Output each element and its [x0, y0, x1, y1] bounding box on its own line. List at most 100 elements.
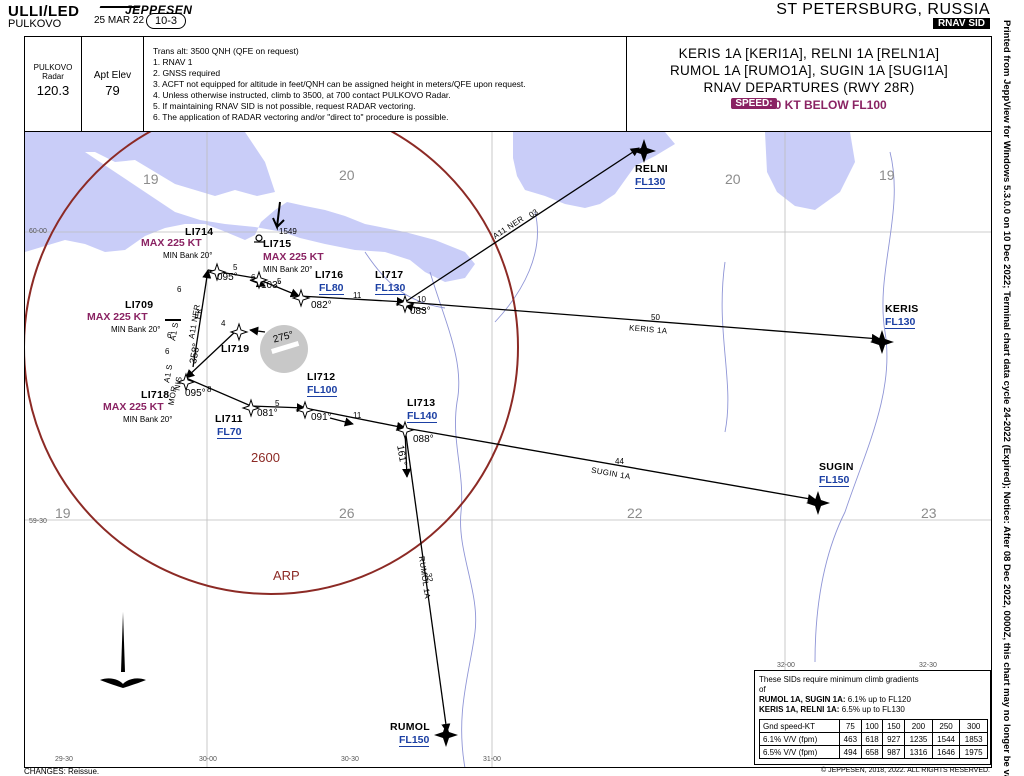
leg-distance: 11 [353, 291, 362, 300]
table-row: 6.1% V/V (fpm) 463 618 927 1235 1544 185… [759, 732, 988, 746]
grid-mora: 22 [627, 505, 643, 521]
leg-distance: 44 [615, 457, 624, 466]
fix-LI718-icon [176, 372, 196, 392]
north-arrow-icon [100, 612, 146, 688]
vv-table: Gnd speed-KT 75 100 150 200 250 300 6.1%… [759, 719, 988, 759]
waypoint-KERIS-alt: FL130 [885, 316, 916, 329]
north-arrow-small-icon [272, 201, 285, 231]
title-line: RUMOL 1A [RUMO1A], SUGIN 1A [SUGI1A] [669, 63, 949, 78]
table-cell: 618 [860, 732, 884, 746]
lon-tick: 30-30 [341, 756, 359, 763]
note-line: 4. Unless otherwise instructed, climb to… [153, 90, 451, 100]
waypoint-LI711-name: LI711 [215, 413, 243, 425]
course-label: 081° [257, 408, 278, 419]
waypoint-RELNI-name: RELNI [635, 163, 668, 175]
runway-28r [271, 340, 300, 354]
rivers [364, 151, 895, 767]
radar-name: PULKOVO [33, 63, 73, 72]
lon-tick: 29-30 [55, 756, 73, 763]
radar-role: Radar [42, 72, 64, 81]
table-header-cell: 200 [904, 719, 933, 733]
speed-label: SPEED: [731, 98, 777, 109]
leg-distance: 6 [177, 285, 182, 294]
title-line: KERIS 1A [KERI1A], RELNI 1A [RELN1A] [678, 46, 940, 61]
waypoint-LI717-alt: FL130 [375, 282, 406, 295]
lon-tick: 32-00 [777, 662, 795, 669]
waypoint-LI718-name: LI718 [141, 389, 170, 401]
waypoint-LI709-name: LI709 [125, 299, 154, 311]
procedure-notes: Trans alt: 3500 QNH (QFE on request) 1. … [144, 37, 627, 131]
note-line: 6. The application of RADAR vectoring an… [153, 112, 449, 122]
gradient-line-1-routes: RUMOL 1A, SUGIN 1A: [759, 695, 846, 704]
waypoint-LI717-name: LI717 [375, 269, 404, 281]
radar-frequency-cell: PULKOVO Radar 120.3 [25, 37, 82, 131]
table-header-cell: 300 [959, 719, 988, 733]
table-header-cell: 75 [839, 719, 862, 733]
enroute-fix-symbols [434, 139, 894, 747]
leg-distance: 4 [221, 319, 226, 328]
fix-LI716-icon [291, 288, 311, 308]
course-label: 082° [311, 300, 332, 311]
lon-tick: 32-30 [919, 662, 937, 669]
note-line: 5. If maintaining RNAV SID is not possib… [153, 101, 416, 111]
waypoint-LI709-speed: MAX 225 KT [87, 311, 148, 323]
lon-tick: 30-00 [199, 756, 217, 763]
airport-city: PULKOVO [8, 18, 62, 30]
fix-LI715-icon [249, 270, 269, 290]
table-header-cell: 100 [860, 719, 884, 733]
map-graphics [25, 132, 991, 767]
lon-tick: 31-00 [483, 756, 501, 763]
airport-elevation-cell: Apt Elev 79 [82, 37, 144, 131]
grid-mora: 19 [55, 505, 71, 521]
gradient-intro: These SIDs require minimum climb gradien… [759, 675, 919, 684]
apt-elev-value: 79 [105, 83, 120, 98]
table-cell: 927 [882, 732, 906, 746]
chart-number: 10-3 [146, 13, 187, 29]
route-name: EK [193, 307, 205, 320]
leg-distance: 11 [353, 411, 362, 420]
waypoint-LI716-alt: FL80 [319, 282, 344, 295]
waypoint-RUMOL-alt: FL150 [399, 734, 430, 747]
course-label: 095° [185, 388, 206, 399]
waypoint-LI712-alt: FL100 [307, 384, 338, 397]
table-row: Gnd speed-KT 75 100 150 200 250 300 [759, 719, 988, 733]
briefing-strip: PULKOVO Radar 120.3 Apt Elev 79 Trans al… [24, 36, 992, 132]
table-cell: 1544 [931, 732, 961, 746]
table-cell: 1853 [959, 732, 988, 746]
table-cell: 494 [839, 745, 862, 759]
table-cell: 658 [860, 745, 884, 759]
waypoint-symbols [176, 262, 415, 440]
gradient-line-2-value: 6.5% up to FL130 [839, 705, 905, 714]
procedure-type-badge: RNAV SID [932, 18, 990, 29]
leg-distance: 6 [165, 347, 170, 356]
waypoint-RELNI-alt: FL130 [635, 176, 666, 189]
waypoint-LI719-name: LI719 [221, 343, 250, 355]
note-line: Trans alt: 3500 QNH (QFE on request) [153, 46, 299, 56]
table-header-cell: 150 [882, 719, 906, 733]
note-line: 2. GNSS required [153, 68, 221, 78]
fix-LI717-icon [395, 294, 415, 314]
leg-distance: 10 [417, 295, 426, 304]
waypoint-LI711-alt: FL70 [217, 426, 242, 439]
leg-distance: 6 [167, 331, 172, 340]
waypoint-LI715-name: LI715 [263, 238, 292, 250]
table-cell: 6.5% V/V (fpm) [759, 745, 840, 759]
obstacle-elevation: 1549 [279, 227, 297, 236]
leg-distance: 5 [275, 399, 280, 408]
fix-RUMOL-icon [434, 723, 458, 747]
grid-mora: 23 [921, 505, 937, 521]
table-cell: 1316 [904, 745, 933, 759]
water-north-shore [25, 132, 275, 196]
table-cell: 463 [839, 732, 862, 746]
waypoint-LI713-name: LI713 [407, 397, 436, 409]
apt-elev-label: Apt Elev [93, 70, 132, 81]
leg-distance: 8 [207, 385, 212, 394]
leg-distance: 6 [251, 273, 256, 282]
water-gulf-of-finland [25, 144, 475, 282]
gradient-line-2-routes: KERIS 1A, RELNI 1A: [759, 705, 840, 714]
gradient-of: of [759, 685, 766, 694]
procedure-title: KERIS 1A [KERI1A], RELNI 1A [RELN1A] RUM… [627, 37, 991, 131]
course-label: 095° [217, 272, 238, 283]
radar-frequency: 120.3 [36, 83, 70, 98]
grid-mora: 20 [725, 171, 741, 187]
